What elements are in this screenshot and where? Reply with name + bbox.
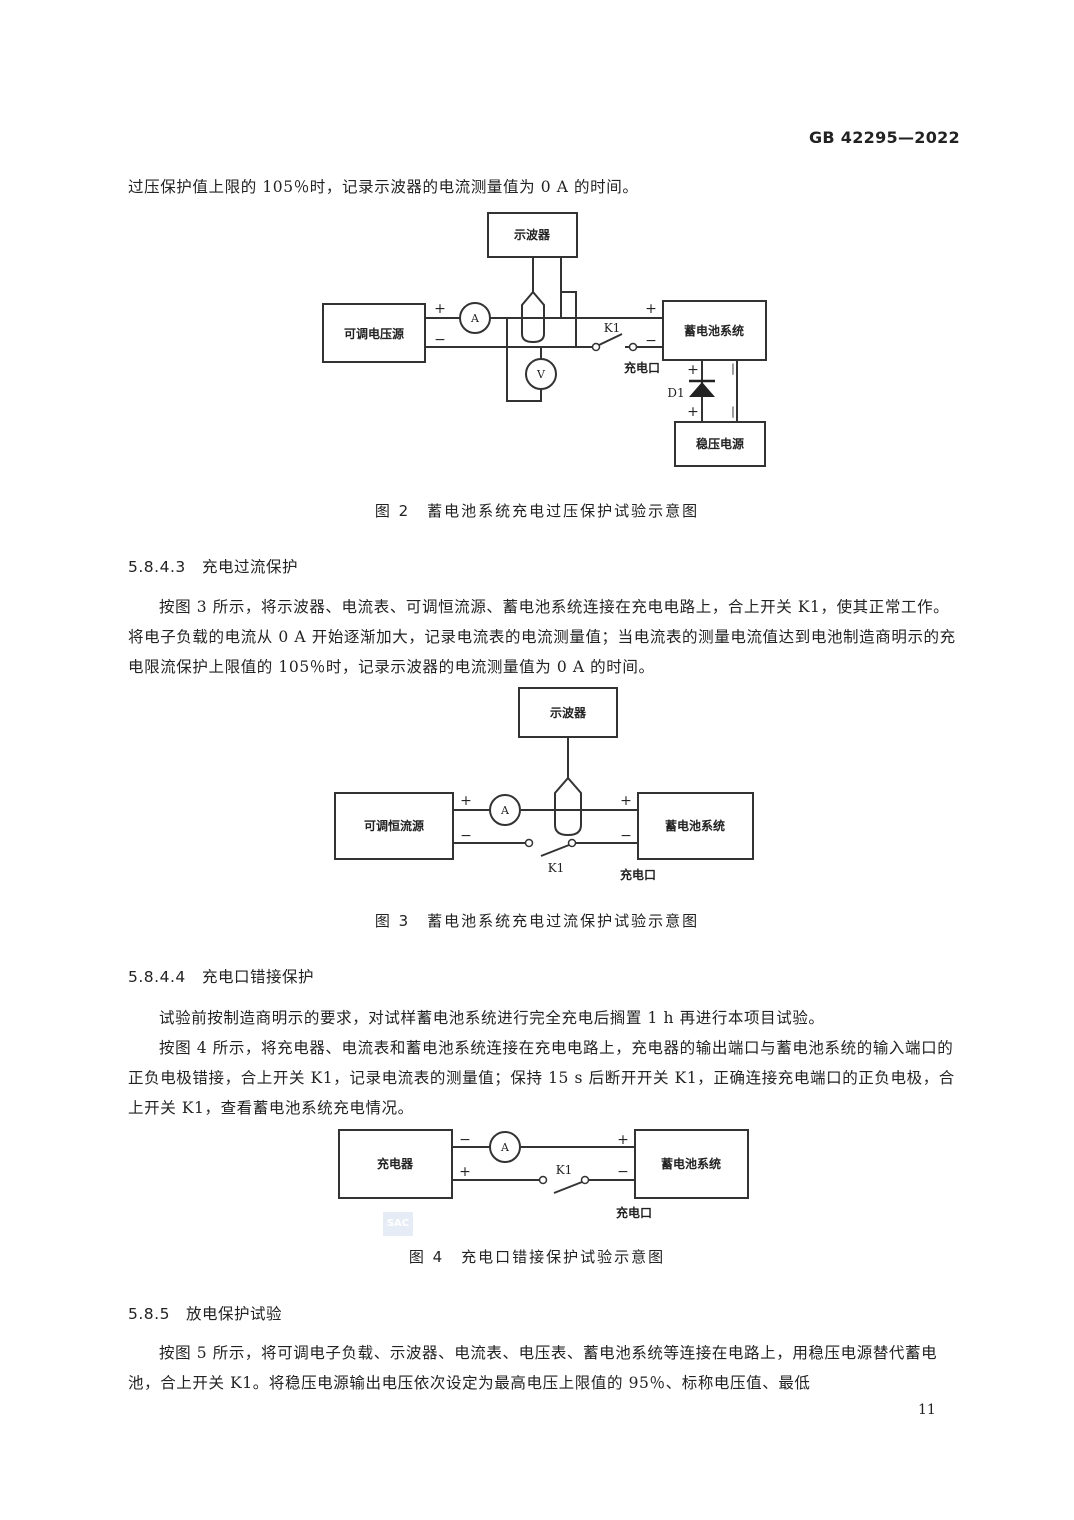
- battery-system-label: 蓄电池系统: [661, 1156, 721, 1171]
- section-number: 5.8.4.4: [128, 968, 186, 986]
- battery-minus: −: [645, 333, 657, 349]
- section-title: 放电保护试验: [186, 1305, 283, 1323]
- voltmeter-wire: [506, 318, 542, 402]
- figure-3-diagram: 示波器 可调恒流源 蓄电池系统 A K1 充电口 + − + −: [334, 687, 754, 882]
- ammeter-label: A: [500, 1141, 510, 1154]
- diode-top-plus: +: [687, 362, 699, 378]
- current-source-box: [334, 792, 454, 860]
- figure-2-diagram: 示波器 可调电压源 蓄电池系统 稳压电源 A K1 充电口 V + − + − …: [322, 212, 767, 467]
- source-minus: −: [460, 828, 472, 844]
- battery-plus: +: [645, 301, 657, 317]
- switch-blade: [540, 844, 570, 857]
- regulated-supply-label: 稳压电源: [696, 436, 744, 451]
- battery-system-box: [637, 792, 754, 860]
- supply-top-mark: |: [731, 362, 735, 376]
- battery-system-label: 蓄电池系统: [684, 323, 744, 338]
- ammeter-symbol: [489, 1131, 521, 1163]
- figure-2-caption: 图 2 蓄电池系统充电过压保护试验示意图: [374, 502, 700, 520]
- voltage-source-box: [322, 303, 426, 363]
- current-source-label: 可调恒流源: [364, 818, 424, 833]
- switch-label: K1: [548, 861, 565, 875]
- charger-plus: +: [459, 1164, 471, 1180]
- page-number: 11: [918, 1402, 936, 1418]
- battery-minus: −: [617, 1164, 629, 1180]
- battery-plus: +: [620, 793, 632, 809]
- oscilloscope-box: [487, 212, 578, 258]
- intro-paragraph: 过压保护值上限的 105％时，记录示波器的电流测量值为 0 A 的时间。: [128, 172, 964, 202]
- switch-contact-left: [591, 342, 601, 352]
- diode-bottom-plus: +: [687, 404, 699, 420]
- switch-contact-right: [567, 838, 577, 848]
- battery-system-label: 蓄电池系统: [665, 818, 725, 833]
- diode-d1-symbol: [689, 382, 715, 397]
- section-5844-paragraph-1: 试验前按制造商明示的要求，对试样蓄电池系统进行完全充电后搁置 1 h 再进行本项…: [159, 1009, 825, 1027]
- switch-contact-left: [538, 1175, 548, 1185]
- ammeter-symbol: [489, 794, 521, 826]
- ammeter-symbol: [459, 302, 491, 334]
- sac-watermark-logo: SAC: [383, 1212, 413, 1236]
- voltage-source-label: 可调电压源: [344, 326, 404, 341]
- section-5843-heading: 5.8.4.3 充电过流保护: [128, 555, 298, 577]
- oscilloscope-box: [518, 687, 618, 738]
- battery-system-box: [662, 300, 767, 361]
- intro-paragraph-text: 过压保护值上限的 105％时，记录示波器的电流测量值为 0 A 的时间。: [128, 178, 639, 196]
- voltage-probe-wire: [560, 257, 577, 347]
- voltmeter-label: V: [536, 368, 546, 381]
- switch-contact-right: [580, 1175, 590, 1185]
- charger-minus: −: [459, 1132, 471, 1148]
- switch-label: K1: [556, 1163, 573, 1177]
- charging-port-label: 充电口: [624, 360, 660, 375]
- figure-4-diagram: 充电器 蓄电池系统 A K1 充电口 − + + −: [338, 1129, 749, 1220]
- oscilloscope-label: 示波器: [513, 227, 551, 242]
- section-5844-paragraph-2: 按图 4 所示，将充电器、电流表和蓄电池系统连接在充电电路上，充电器的输出端口与…: [128, 1039, 955, 1117]
- ammeter-label: A: [470, 312, 480, 325]
- switch-label: K1: [604, 321, 621, 335]
- section-number: 5.8.4.3: [128, 558, 186, 576]
- charging-port-label: 充电口: [620, 867, 656, 882]
- charging-port-label: 充电口: [616, 1205, 652, 1220]
- section-585-paragraph: 按图 5 所示，将可调电子负载、示波器、电流表、电压表、蓄电池系统等连接在电路上…: [128, 1344, 938, 1392]
- switch-contact-right: [628, 342, 638, 352]
- figure-3-caption: 图 3 蓄电池系统充电过流保护试验示意图: [374, 912, 700, 930]
- section-title: 充电过流保护: [202, 558, 299, 576]
- current-probe: [554, 737, 582, 837]
- source-minus: −: [434, 332, 446, 348]
- regulated-supply-box: [674, 421, 766, 467]
- charger-box: [338, 1129, 453, 1199]
- section-5844-heading: 5.8.4.4 充电口错接保护: [128, 965, 314, 987]
- source-plus: +: [460, 793, 472, 809]
- switch-contact-left: [524, 838, 534, 848]
- section-5844-body: 试验前按制造商明示的要求，对试样蓄电池系统进行完全充电后搁置 1 h 再进行本项…: [128, 1003, 964, 1123]
- battery-plus: +: [617, 1132, 629, 1148]
- switch-blade: [598, 333, 623, 346]
- section-title: 充电口错接保护: [202, 968, 315, 986]
- section-number: 5.8.5: [128, 1305, 170, 1323]
- charger-label: 充电器: [377, 1156, 414, 1171]
- current-probe: [521, 257, 545, 344]
- oscilloscope-label: 示波器: [549, 705, 587, 720]
- battery-system-box: [634, 1129, 749, 1199]
- figure-4-caption: 图 4 充电口错接保护试验示意图: [408, 1248, 666, 1266]
- battery-minus: −: [620, 828, 632, 844]
- voltmeter-symbol: [525, 358, 557, 390]
- switch-blade: [553, 1181, 583, 1194]
- section-585-heading: 5.8.5 放电保护试验: [128, 1302, 282, 1324]
- ammeter-label: A: [500, 804, 510, 817]
- standard-number: GB 42295—2022: [809, 128, 960, 147]
- diode-label: D1: [667, 386, 684, 400]
- supply-bottom-mark: |: [731, 405, 735, 419]
- section-5843-paragraph: 按图 3 所示，将示波器、电流表、可调恒流源、蓄电池系统连接在充电电路上，合上开…: [128, 598, 956, 676]
- source-plus: +: [434, 301, 446, 317]
